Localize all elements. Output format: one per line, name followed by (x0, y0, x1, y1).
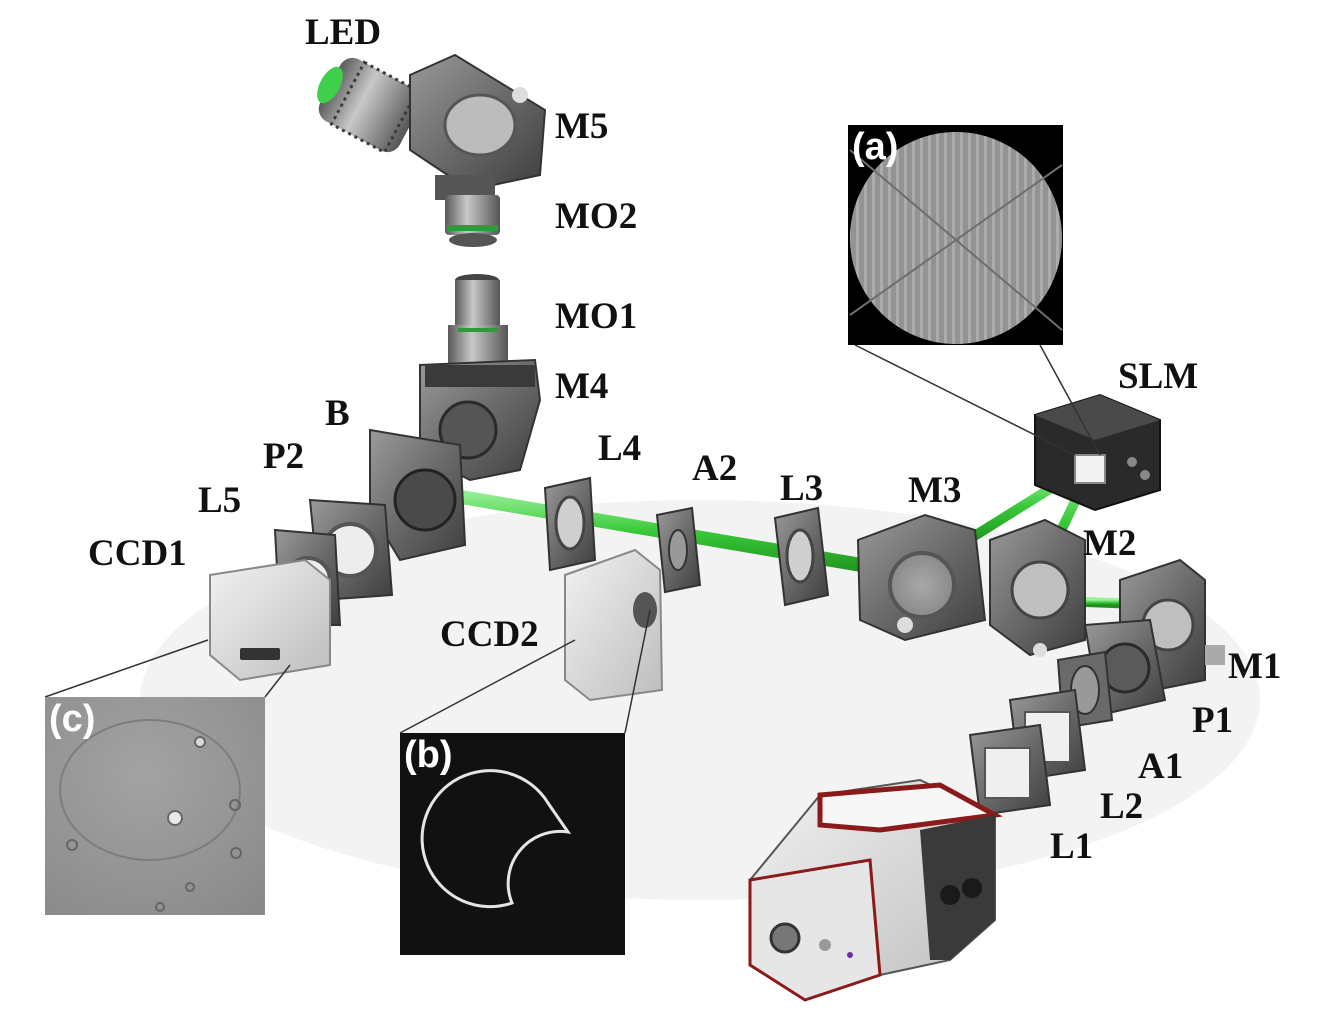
label-mo2: MO2 (555, 196, 638, 237)
label-l2: L2 (1100, 786, 1144, 827)
label-l4: L4 (598, 428, 642, 469)
label-m2: M2 (1083, 523, 1137, 564)
inset-b-label: (b) (404, 734, 453, 776)
label-p2: P2 (263, 436, 305, 477)
label-slm: SLM (1118, 356, 1199, 397)
b-beamsplitter-mount (369, 428, 467, 562)
led-assembly (317, 57, 422, 155)
m3-mirror-mount (856, 513, 987, 642)
label-l1: L1 (1050, 826, 1094, 867)
inset-a-hologram (848, 125, 1063, 345)
label-a2: A2 (692, 448, 738, 489)
label-m3: M3 (908, 470, 962, 511)
callout-lines (44, 344, 1101, 734)
label-b: B (325, 393, 350, 434)
label-l3: L3 (780, 468, 824, 509)
ccd1-camera (209, 558, 331, 682)
l4-lens-mount (543, 476, 597, 572)
mo1-objective (448, 274, 508, 365)
laser-source (748, 778, 1003, 1002)
label-a1: A1 (1138, 746, 1184, 787)
label-m4: M4 (555, 366, 609, 407)
label-m5: M5 (555, 106, 609, 147)
label-ccd1: CCD1 (88, 533, 187, 574)
label-l5: L5 (198, 480, 242, 521)
l1-lens-mount (968, 723, 1052, 817)
l3-lens-mount (773, 506, 830, 607)
label-p1: P1 (1192, 700, 1234, 741)
label-ccd2: CCD2 (440, 614, 539, 655)
ccd2-camera (564, 548, 664, 702)
inset-c-microscope-image (45, 697, 265, 915)
mo2-objective (435, 175, 500, 247)
a2-aperture (655, 506, 702, 594)
label-mo1: MO1 (555, 296, 638, 337)
inset-c-label: (c) (49, 698, 96, 740)
slm-device (1034, 393, 1161, 512)
label-m1: M1 (1228, 646, 1282, 687)
m5-mirror-mount (409, 53, 547, 192)
inset-a-label: (a) (852, 126, 899, 168)
label-led: LED (305, 12, 382, 53)
inset-b-camera-image (400, 733, 625, 955)
m2-mirror-mount (989, 518, 1086, 657)
